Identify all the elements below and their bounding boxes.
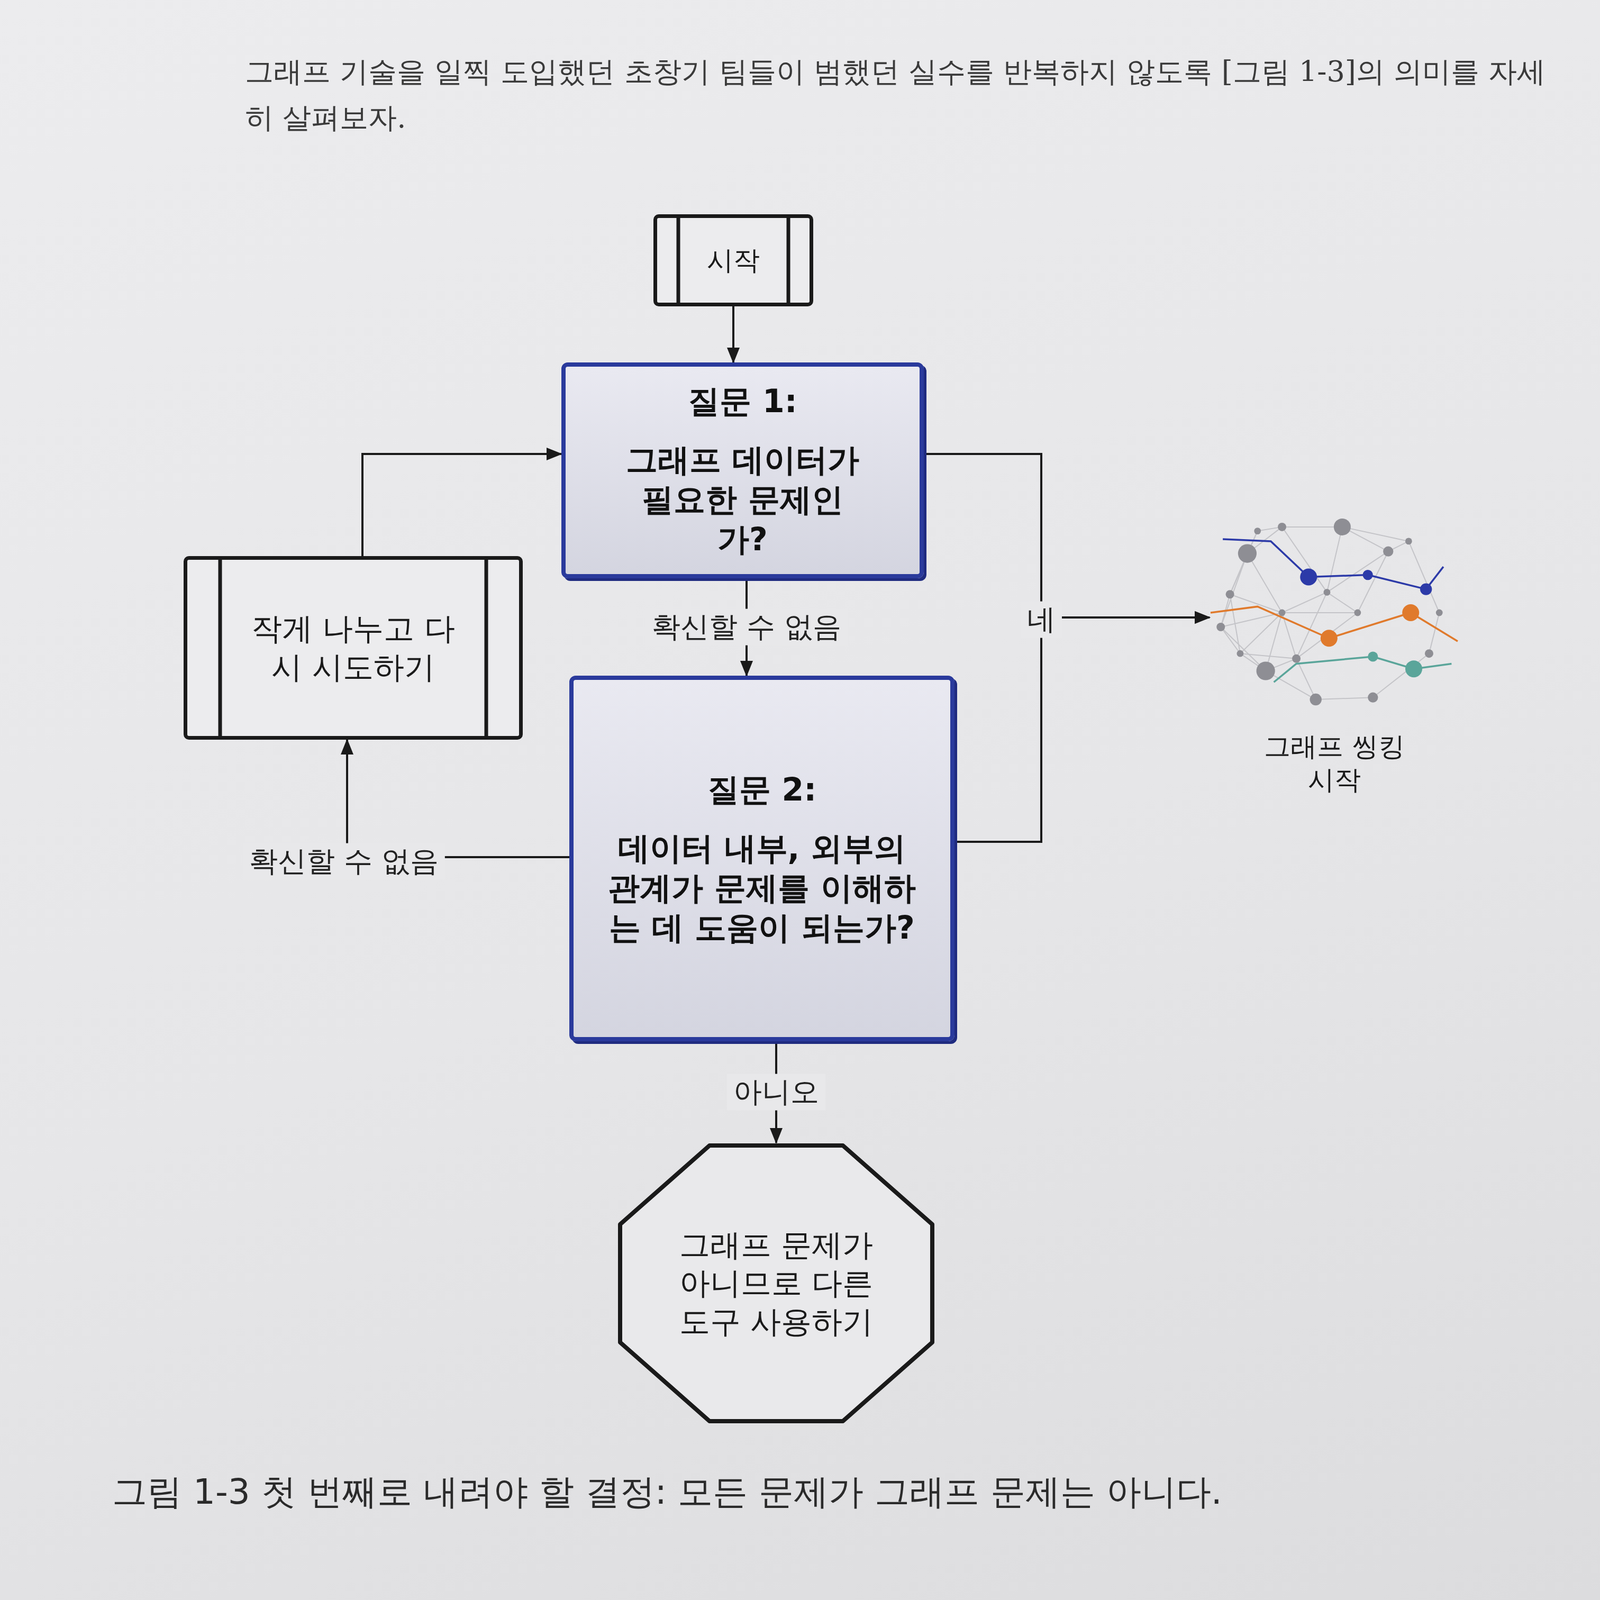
side-bar: [484, 559, 489, 736]
edge-label: 아니오: [726, 1074, 826, 1111]
process-box: 작게 나누고 다시 시도하기: [183, 556, 523, 740]
mesh-node: [1253, 527, 1261, 535]
body-paragraph: 그래프 기술을 일찍 도입했던 초창기 팀들이 범했던 실수를 반복하지 않도록…: [244, 48, 1563, 142]
highlight-path: [1274, 656, 1452, 683]
mesh-line: [1326, 551, 1389, 593]
mesh-line: [1282, 592, 1327, 613]
mesh-node: [1216, 622, 1225, 632]
decision-box: 질문 2: 데이터 내부, 외부의 관계가 문제를 이해하는 데 도움이 되는가?: [569, 675, 955, 1042]
highlight-node: [1405, 660, 1423, 678]
node-label: 그래프 데이터가 필요한 문제인가?: [618, 440, 868, 560]
figure-caption: 그림 1-3 첫 번째로 내려야 할 결정: 모든 문제가 그래프 문제는 아니…: [112, 1468, 1223, 1516]
mesh-line: [1220, 626, 1266, 671]
mesh-line: [1373, 653, 1430, 698]
flow-connector: [954, 617, 1210, 842]
node-text-group: 질문 1: 그래프 데이터가 필요한 문제인가?: [618, 381, 868, 560]
stop-octagon: 그래프 문제가 아니므로 다른 도구 사용하기: [617, 1142, 935, 1424]
highlight-node: [1367, 651, 1378, 662]
node-text-group: 질문 2: 데이터 내부, 외부의 관계가 문제를 이해하는 데 도움이 되는가?: [600, 769, 924, 948]
octagon-shape: [620, 1145, 933, 1422]
mesh-line: [1282, 526, 1327, 593]
mesh-node: [1225, 589, 1235, 599]
mesh-line: [1240, 653, 1297, 659]
edge-label: 확신할 수 없음: [645, 608, 848, 646]
highlight-node: [1320, 629, 1338, 647]
mesh-line: [1326, 526, 1343, 593]
flow-connector: [923, 453, 1210, 618]
mesh-node: [1277, 522, 1287, 532]
mesh-node: [1310, 693, 1322, 706]
highlight-node: [1402, 604, 1420, 622]
mesh-line: [1247, 553, 1283, 613]
node-label: 데이터 내부, 외부의 관계가 문제를 이해하는 데 도움이 되는가?: [600, 828, 924, 948]
node-label: 시작: [706, 243, 760, 278]
mesh-node: [1367, 692, 1378, 703]
flow-connector: [732, 306, 735, 363]
node-text-group: 시작: [706, 243, 760, 278]
mesh-line: [1296, 612, 1358, 659]
mesh-node: [1292, 654, 1301, 663]
edge-label: 네: [1020, 601, 1062, 639]
mesh-node: [1383, 546, 1394, 557]
network-illustration: [1209, 510, 1460, 709]
mesh-line: [1342, 526, 1409, 542]
mesh-line: [1296, 658, 1316, 700]
mesh-node: [1424, 649, 1434, 658]
mesh-node: [1405, 538, 1413, 545]
node-label: 그래프 문제가 아니므로 다른 도구 사용하기: [665, 1225, 888, 1342]
side-bar: [676, 217, 681, 303]
highlight-node: [1362, 569, 1374, 580]
mesh-line: [1326, 592, 1358, 613]
question-heading: 질문 1:: [687, 381, 798, 422]
node-text-group: 작게 나누고 다시 시도하기: [242, 609, 465, 687]
mesh-node: [1333, 518, 1351, 536]
node-label: 작게 나누고 다시 시도하기: [242, 609, 465, 687]
process-box: 시작: [653, 214, 814, 307]
mesh-node: [1256, 661, 1276, 680]
side-bar: [786, 217, 791, 303]
mesh-node: [1238, 543, 1257, 563]
highlight-node: [1300, 568, 1317, 586]
flow-connector: [362, 453, 562, 557]
mesh-node: [1278, 609, 1286, 617]
mesh-node: [1323, 588, 1331, 596]
edge-label: 확신할 수 없음: [242, 843, 445, 880]
side-bar: [218, 559, 223, 736]
decision-box: 질문 1: 그래프 데이터가 필요한 문제인가?: [561, 362, 924, 579]
mesh-line: [1357, 551, 1389, 613]
mesh-node: [1435, 609, 1443, 617]
mesh-line: [1315, 697, 1374, 700]
node-label: 그래프 씽킹 시작: [1247, 730, 1422, 797]
highlight-node: [1420, 583, 1432, 595]
mesh-line: [1282, 612, 1358, 614]
graph-illustration-node: 그래프 씽킹 시작: [1209, 510, 1460, 797]
node-text-group: 그래프 씽킹 시작: [1247, 730, 1422, 797]
highlight-path: [1222, 539, 1444, 590]
question-heading: 질문 2:: [707, 769, 817, 810]
box-side-bars: [187, 559, 520, 736]
mesh-line: [1429, 612, 1440, 654]
mesh-line: [1220, 612, 1283, 627]
mesh-line: [1220, 626, 1241, 654]
mesh-line: [1282, 526, 1343, 528]
flow-connector: [347, 739, 570, 858]
mesh-node: [1353, 609, 1361, 617]
mesh-node: [1237, 650, 1244, 658]
mesh-line: [1240, 612, 1283, 654]
node-text-group: 그래프 문제가 아니므로 다른 도구 사용하기: [665, 1225, 888, 1342]
